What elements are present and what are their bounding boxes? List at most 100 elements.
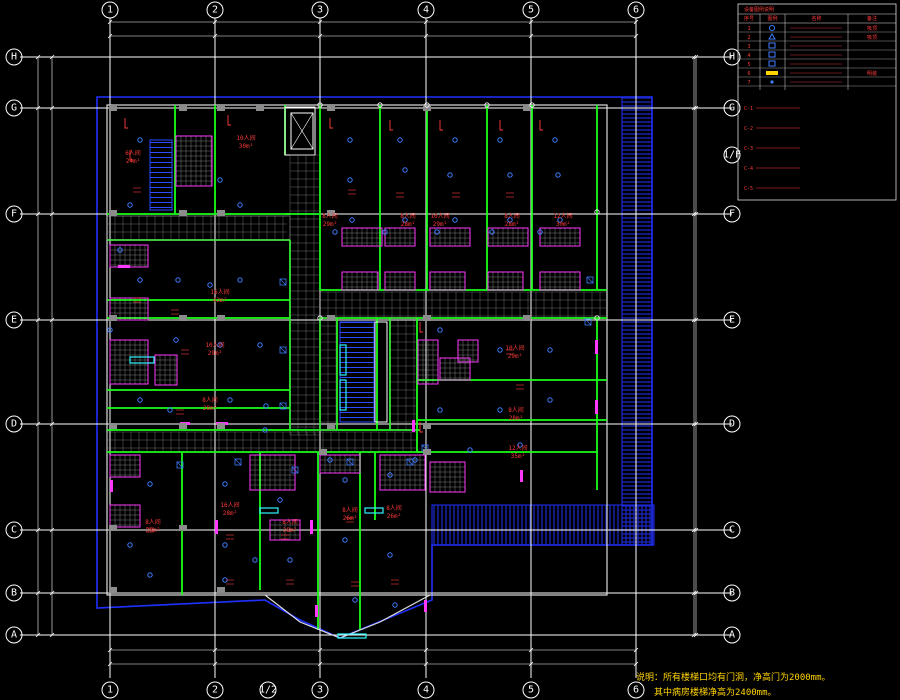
legend-note-code: C-3 (744, 146, 753, 152)
detector-icon (402, 167, 408, 173)
column-marker (217, 587, 225, 593)
wall-node-icon (377, 102, 383, 108)
bathroom-fixture-block (249, 454, 296, 491)
detector-icon (252, 557, 258, 563)
dimension-tick (212, 661, 218, 667)
junction-box-cross (176, 461, 184, 469)
column-bubble (259, 681, 277, 699)
room-area: 28m² (401, 221, 415, 228)
detector-icon (147, 481, 153, 487)
dimension-tick (528, 647, 534, 653)
detector-icon (537, 229, 543, 235)
room-name: 16人间 (220, 501, 239, 509)
column-label: 6 (633, 5, 639, 16)
column-marker (217, 423, 225, 429)
junction-box-cross (586, 276, 594, 284)
column-marker (109, 587, 117, 593)
column-marker (327, 423, 335, 429)
row-bubble (723, 146, 741, 164)
detector-icon (167, 407, 173, 413)
detector-icon (327, 457, 333, 463)
device-bracket (227, 115, 231, 126)
detector-icon (547, 397, 553, 403)
junction-box-icon (291, 466, 299, 474)
room-area: 26m² (387, 513, 401, 520)
detector-icon (382, 229, 388, 235)
detector-icon (397, 137, 403, 143)
row-label: B (11, 588, 17, 599)
door-marker (215, 520, 218, 534)
room-name: 8人间 (202, 396, 218, 404)
detector-icon (347, 137, 353, 143)
row-bubble (5, 415, 23, 433)
row-label: D (729, 419, 735, 430)
legend-header-cell: 备注 (867, 15, 877, 22)
detector-icon (175, 277, 181, 283)
detector-icon (387, 552, 393, 558)
junction-box-cross (234, 458, 242, 466)
side-stair (149, 139, 173, 211)
row-label: C (11, 525, 17, 536)
device-bracket (439, 120, 443, 131)
dimension-tick (633, 661, 639, 667)
column-marker (179, 423, 187, 429)
column-marker (319, 449, 327, 455)
dimension-tick (691, 54, 697, 60)
note-line-2: 其中病房楼梯净高为2400mm。 (654, 686, 777, 698)
column-marker (327, 315, 335, 321)
dimension-tick (49, 527, 55, 533)
dimension-tick (693, 527, 699, 533)
room-area: 28m² (505, 221, 519, 228)
dimension-tick (35, 211, 41, 217)
room-name: 8人间 (342, 506, 358, 514)
room-name: 10人间 (205, 341, 224, 349)
building-outline (96, 96, 655, 639)
yellow-bar-icon (766, 71, 778, 75)
row-bubble (723, 311, 741, 329)
room-area: 30m² (239, 143, 253, 150)
device-bracket (329, 118, 333, 129)
room-area: 29m² (208, 350, 222, 357)
room-name: 12人间 (508, 444, 527, 452)
column-bubble (311, 1, 329, 19)
junction-box-cross (279, 346, 287, 354)
window-strip (129, 356, 155, 364)
row-label: G (11, 103, 17, 114)
column-marker (256, 105, 264, 111)
column-marker (423, 423, 431, 429)
room-name: 10人间 (505, 344, 524, 352)
junction-box-cross (406, 458, 414, 466)
row-label: F (11, 209, 17, 220)
detector-icon (434, 229, 440, 235)
column-marker (179, 525, 187, 531)
column-bubble (522, 681, 540, 699)
column-marker (179, 210, 187, 216)
row-bubble (5, 521, 23, 539)
dimension-tick (317, 33, 323, 39)
room-area: 29m² (433, 221, 447, 228)
dimension-tick (691, 590, 697, 596)
row-bubble (723, 205, 741, 223)
room-area: 28m² (283, 527, 297, 534)
door-marker (315, 605, 318, 617)
row-label: H (729, 52, 735, 63)
wall-node-icon (594, 315, 600, 321)
dimension-tick (49, 54, 55, 60)
legend-row-number: 3 (747, 44, 750, 50)
dimension-tick (107, 661, 113, 667)
detector-icon (342, 477, 348, 483)
wall-node-icon (484, 102, 490, 108)
row-bubble (723, 99, 741, 117)
legend-note-code: C-1 (744, 106, 753, 112)
room-name: 10人间 (430, 212, 449, 220)
dimension-tick (528, 19, 534, 25)
detector-icon (237, 202, 243, 208)
detector-icon (222, 481, 228, 487)
row-bubble (5, 311, 23, 329)
column-bubble (417, 1, 435, 19)
column-label-extra: 1/2 (259, 685, 277, 696)
device-bracket (389, 120, 393, 131)
device-bracket (129, 150, 133, 161)
column-marker (109, 423, 117, 429)
